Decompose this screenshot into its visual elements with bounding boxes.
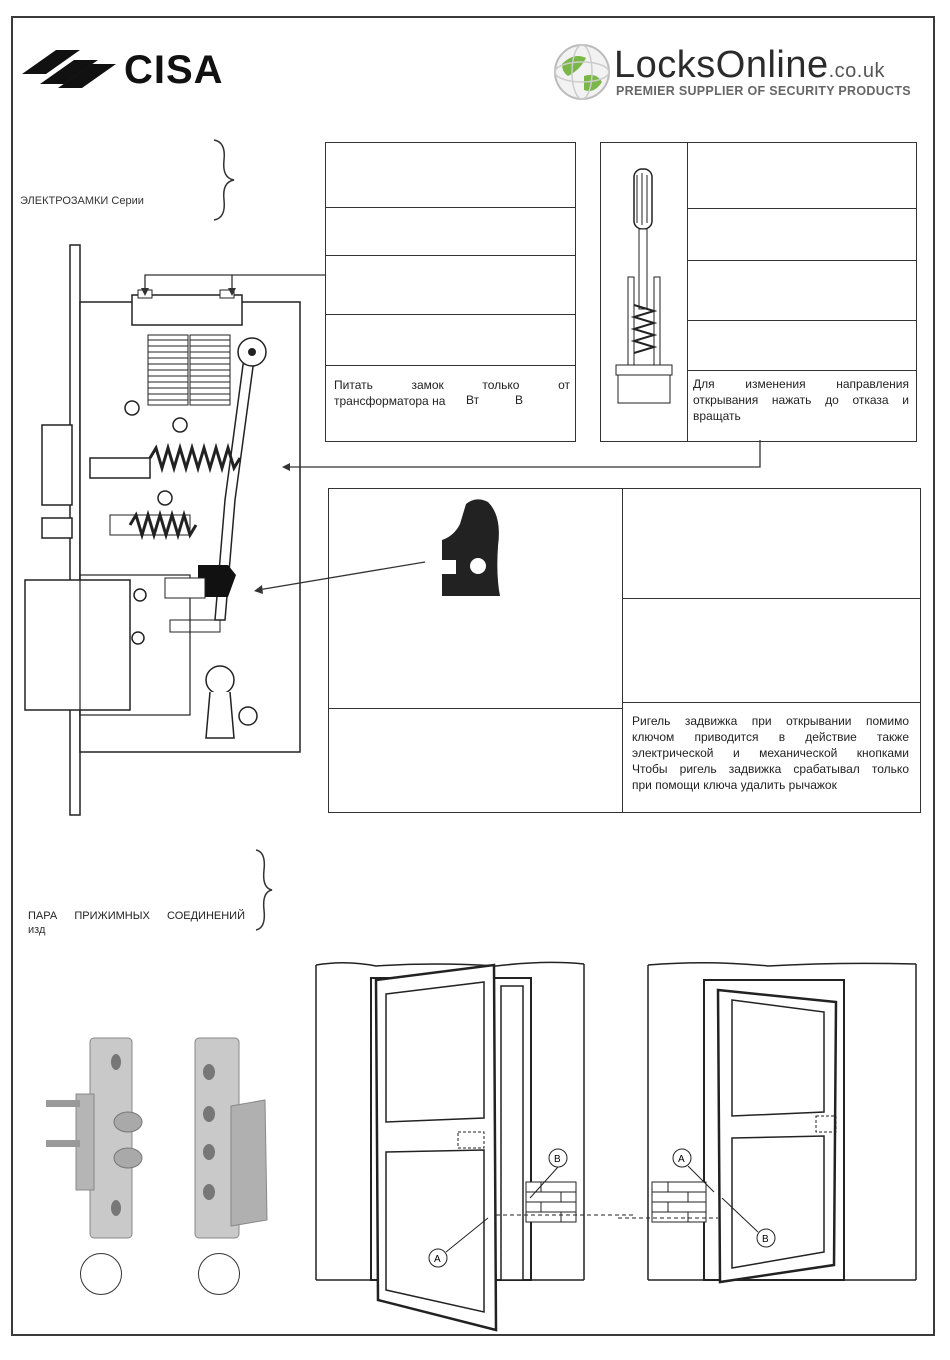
contact-plate-male-image <box>46 1037 143 1239</box>
door-right-label-a: A <box>678 1154 685 1165</box>
cisa-logo-text: CISA <box>124 48 224 92</box>
reverse-note-line2: открывания нажать до отказа и <box>693 393 909 407</box>
door-diagram-right: A B <box>618 961 917 1284</box>
power-note-line1: Питать замок только от <box>334 378 570 392</box>
bolt-note-line4: Чтобы ригель задвижка срабатывал только <box>632 762 909 776</box>
contact-plate-female-image <box>194 1037 268 1239</box>
lo-domain: .co.uk <box>828 60 885 82</box>
bolt-note-line1: Ригель задвижка при открывании помимо <box>632 714 909 728</box>
lever-part-icon <box>442 499 500 596</box>
bolt-note-line2: ключом приводится в действие также <box>632 730 909 744</box>
section2-title: ПАРА ПРИЖИМНЫХ СОЕДИНЕНИЙ <box>28 910 245 922</box>
screwdriver-icon <box>615 168 673 404</box>
section2-subtitle: изд <box>28 924 46 936</box>
door-diagram-left: B A <box>315 961 636 1332</box>
brace-icon-2 <box>255 849 273 931</box>
brace-icon-1 <box>213 139 235 221</box>
door-left-label-b: B <box>554 1154 561 1165</box>
door-left-label-a: A <box>434 1254 441 1265</box>
reverse-direction-table <box>600 142 917 442</box>
power-unit-w: Вт <box>466 393 480 407</box>
lo-brand-name: LocksOnline.co.uk <box>614 44 885 86</box>
door-right-label-b: B <box>762 1234 769 1245</box>
reverse-note-line1: Для изменения направления <box>693 377 909 391</box>
bolt-note-line5: при помощи ключа удалить рычажок <box>632 778 837 792</box>
contact-male-marker <box>80 1253 122 1295</box>
power-note-line2: трансформатора на <box>334 394 446 408</box>
cisa-logo-mark <box>22 50 116 88</box>
bolt-note-line3: электрической и механической кнопками <box>632 746 909 760</box>
contact-female-marker <box>198 1253 240 1295</box>
bolt-info-table <box>328 488 921 813</box>
reverse-note-line3: вращать <box>693 409 741 423</box>
power-unit-v: В <box>515 393 524 407</box>
lock-mechanism-diagram <box>24 244 301 816</box>
page-frame <box>11 16 935 1336</box>
power-spec-table <box>325 142 576 442</box>
lo-tagline: PREMIER SUPPLIER OF SECURITY PRODUCTS <box>616 84 911 98</box>
section1-title: ЭЛЕКТРОЗАМКИ Серии <box>20 195 144 207</box>
globe-icon <box>554 44 610 100</box>
